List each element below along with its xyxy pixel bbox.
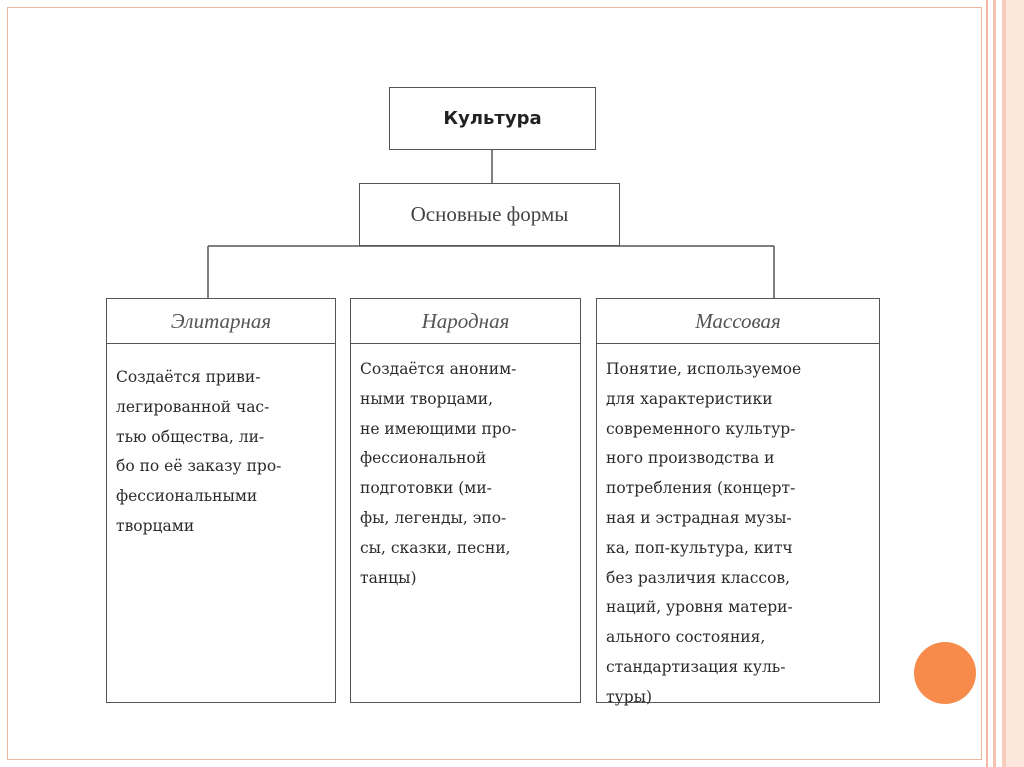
column-title-elite: Элитарная xyxy=(170,308,272,333)
column-body-folk: Создаётся аноним- ными творцами, не имею… xyxy=(350,343,581,703)
forms-node: Основные формы xyxy=(359,183,620,246)
column-body-elite: Создаётся приви- легированной час- тью о… xyxy=(106,343,336,703)
accent-circle xyxy=(914,642,976,704)
column-title-folk: Народная xyxy=(421,308,510,333)
slide-frame xyxy=(7,7,982,760)
column-header-elite: Элитарная xyxy=(106,298,336,344)
root-node-culture: Культура xyxy=(389,87,596,150)
column-header-folk: Народная xyxy=(350,298,581,344)
column-header-mass: Массовая xyxy=(596,298,880,344)
column-title-mass: Массовая xyxy=(695,308,781,333)
forms-label: Основные формы xyxy=(410,202,569,226)
column-body-mass: Понятие, используемое для характеристики… xyxy=(596,343,880,706)
decorative-stripes xyxy=(982,0,1024,767)
root-label: Культура xyxy=(443,108,542,129)
